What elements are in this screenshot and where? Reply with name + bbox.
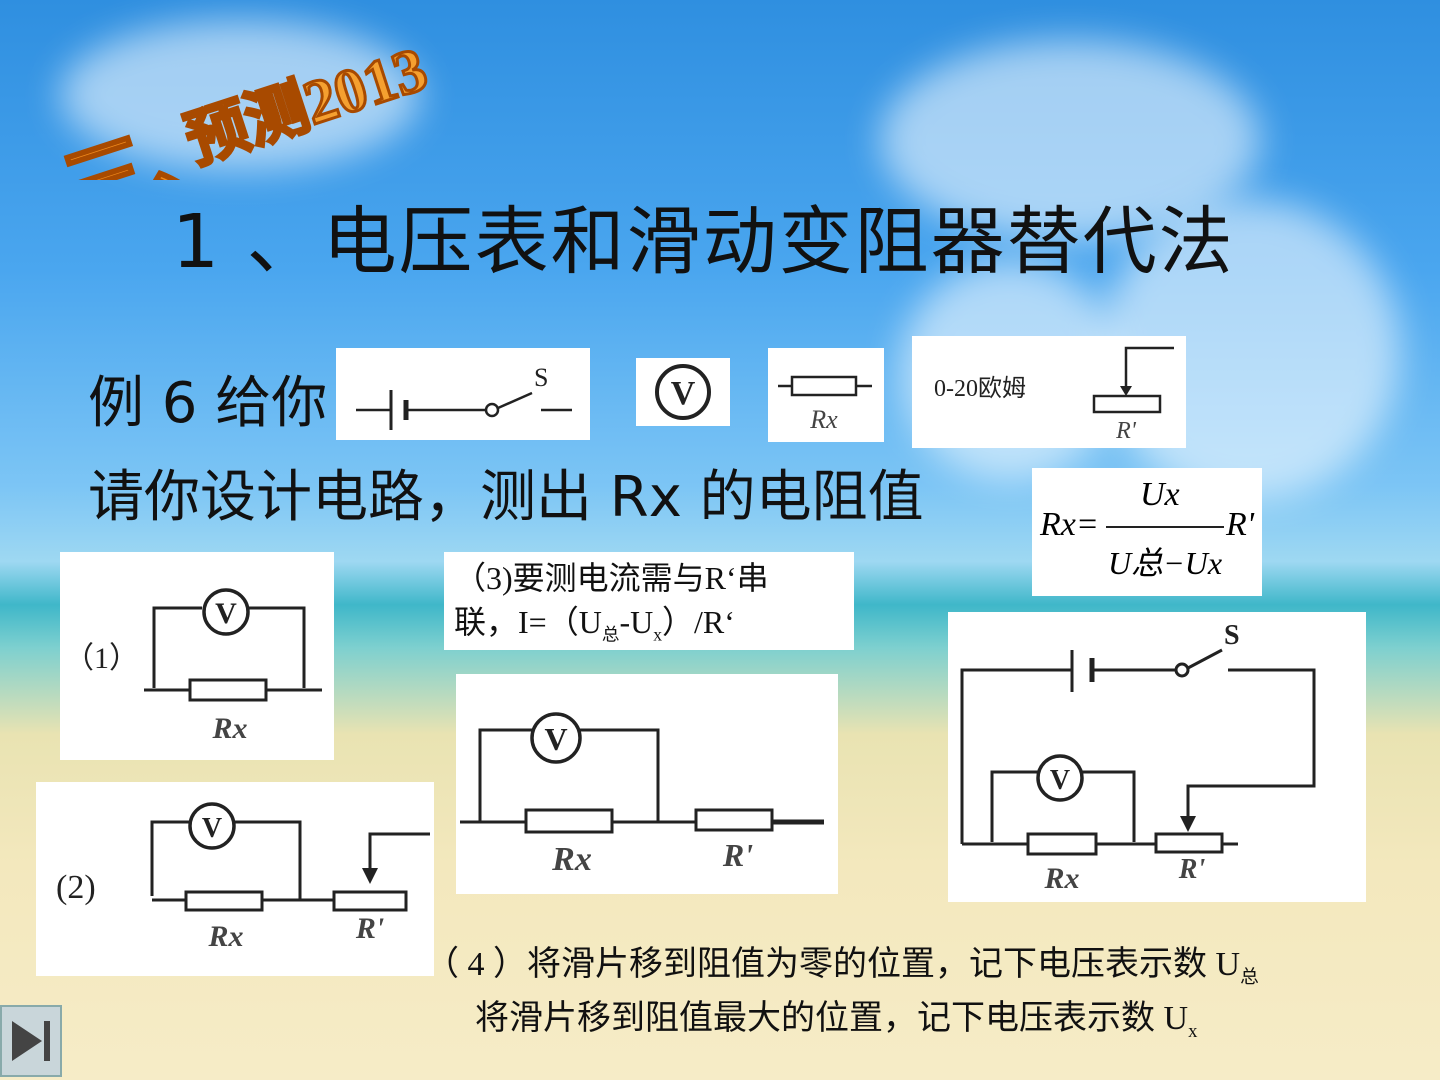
- rheostat-card: 0-20欧姆 R': [912, 336, 1186, 448]
- battery-switch-card: S: [336, 348, 590, 440]
- svg-text:S: S: [1224, 620, 1240, 651]
- switch-label: S: [534, 363, 548, 392]
- heading-part2: 预测2013: [178, 35, 435, 176]
- circuit2-label: (2): [56, 869, 96, 906]
- circuit-2: (2) V Rx R': [36, 782, 434, 976]
- page-title: 1 、电压表和滑动变阻器替代法: [172, 199, 1235, 285]
- rx-label: Rx: [809, 405, 838, 434]
- formula-rhs: R': [1226, 506, 1255, 543]
- resistor-rx-card: Rx: [768, 348, 884, 442]
- svg-text:V: V: [1050, 765, 1070, 796]
- svg-text:R': R': [355, 912, 384, 945]
- fraction-bar: [1106, 526, 1224, 528]
- circuit-3: V Rx R': [456, 674, 838, 894]
- note3-line2: 联，I=（U总-Ux）/R‘: [454, 604, 735, 645]
- svg-text:R': R': [1178, 854, 1206, 885]
- rheostat-label: R': [1115, 418, 1137, 444]
- cloud: [60, 20, 420, 170]
- svg-text:Rx: Rx: [551, 841, 592, 878]
- circuit1-label: （1）: [64, 642, 139, 675]
- svg-text:V: V: [215, 597, 237, 630]
- svg-text:V: V: [544, 721, 567, 757]
- skip-end-icon: [12, 1021, 50, 1061]
- example-line1: 例 6 给你: [88, 371, 328, 436]
- voltmeter-card: V: [636, 358, 730, 426]
- step4-line1: （ 4 ）将滑片移到阻值为零的位置，记下电压表示数 U总: [425, 946, 1259, 988]
- formula-numerator: Ux: [1140, 476, 1180, 513]
- svg-text:R': R': [722, 837, 753, 873]
- note3-line1: （3)要测电流需与R‘串: [454, 560, 769, 596]
- voltmeter-label: V: [671, 375, 696, 412]
- example-line2: 请你设计电路，测出 Rx 的电阻值: [88, 465, 924, 530]
- formula-lhs: Rx=: [1040, 506, 1099, 543]
- svg-text:Rx: Rx: [207, 920, 243, 953]
- note-step3: （3)要测电流需与R‘串 联，I=（U总-Ux）/R‘: [444, 552, 854, 650]
- svg-text:V: V: [202, 813, 222, 844]
- circuit-1: （1） V Rx: [60, 552, 334, 760]
- step4-line2: 将滑片移到阻值最大的位置，记下电压表示数 Ux: [475, 1000, 1198, 1042]
- next-slide-button[interactable]: [0, 1005, 62, 1077]
- rheostat-range: 0-20欧姆: [934, 375, 1026, 402]
- svg-text:Rx: Rx: [1043, 862, 1079, 895]
- formula-denominator: U总−Ux: [1108, 545, 1223, 581]
- svg-text:Rx: Rx: [211, 712, 247, 745]
- formula-card: Rx= Ux U总−Ux R': [1032, 468, 1262, 596]
- cloud: [880, 40, 1260, 240]
- section-heading: 三、 预测2013: [52, 34, 436, 180]
- circuit-4: S V Rx R': [948, 612, 1366, 902]
